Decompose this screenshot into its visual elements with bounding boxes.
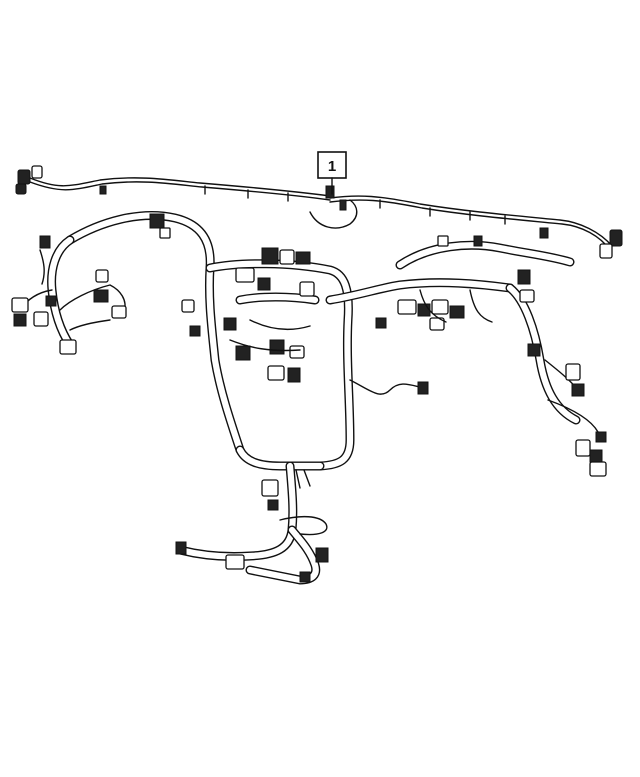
center-connector-cluster xyxy=(181,247,429,395)
main-trunk xyxy=(65,211,581,471)
console-harness xyxy=(175,461,329,585)
right-connector-cluster xyxy=(517,269,607,477)
callout-label: 1 xyxy=(328,158,336,175)
upper-harness xyxy=(15,165,623,259)
right-center-cluster xyxy=(375,235,493,331)
callout-box xyxy=(317,151,347,179)
callout-1: 1 xyxy=(317,151,347,195)
left-connector-cluster xyxy=(11,213,171,355)
